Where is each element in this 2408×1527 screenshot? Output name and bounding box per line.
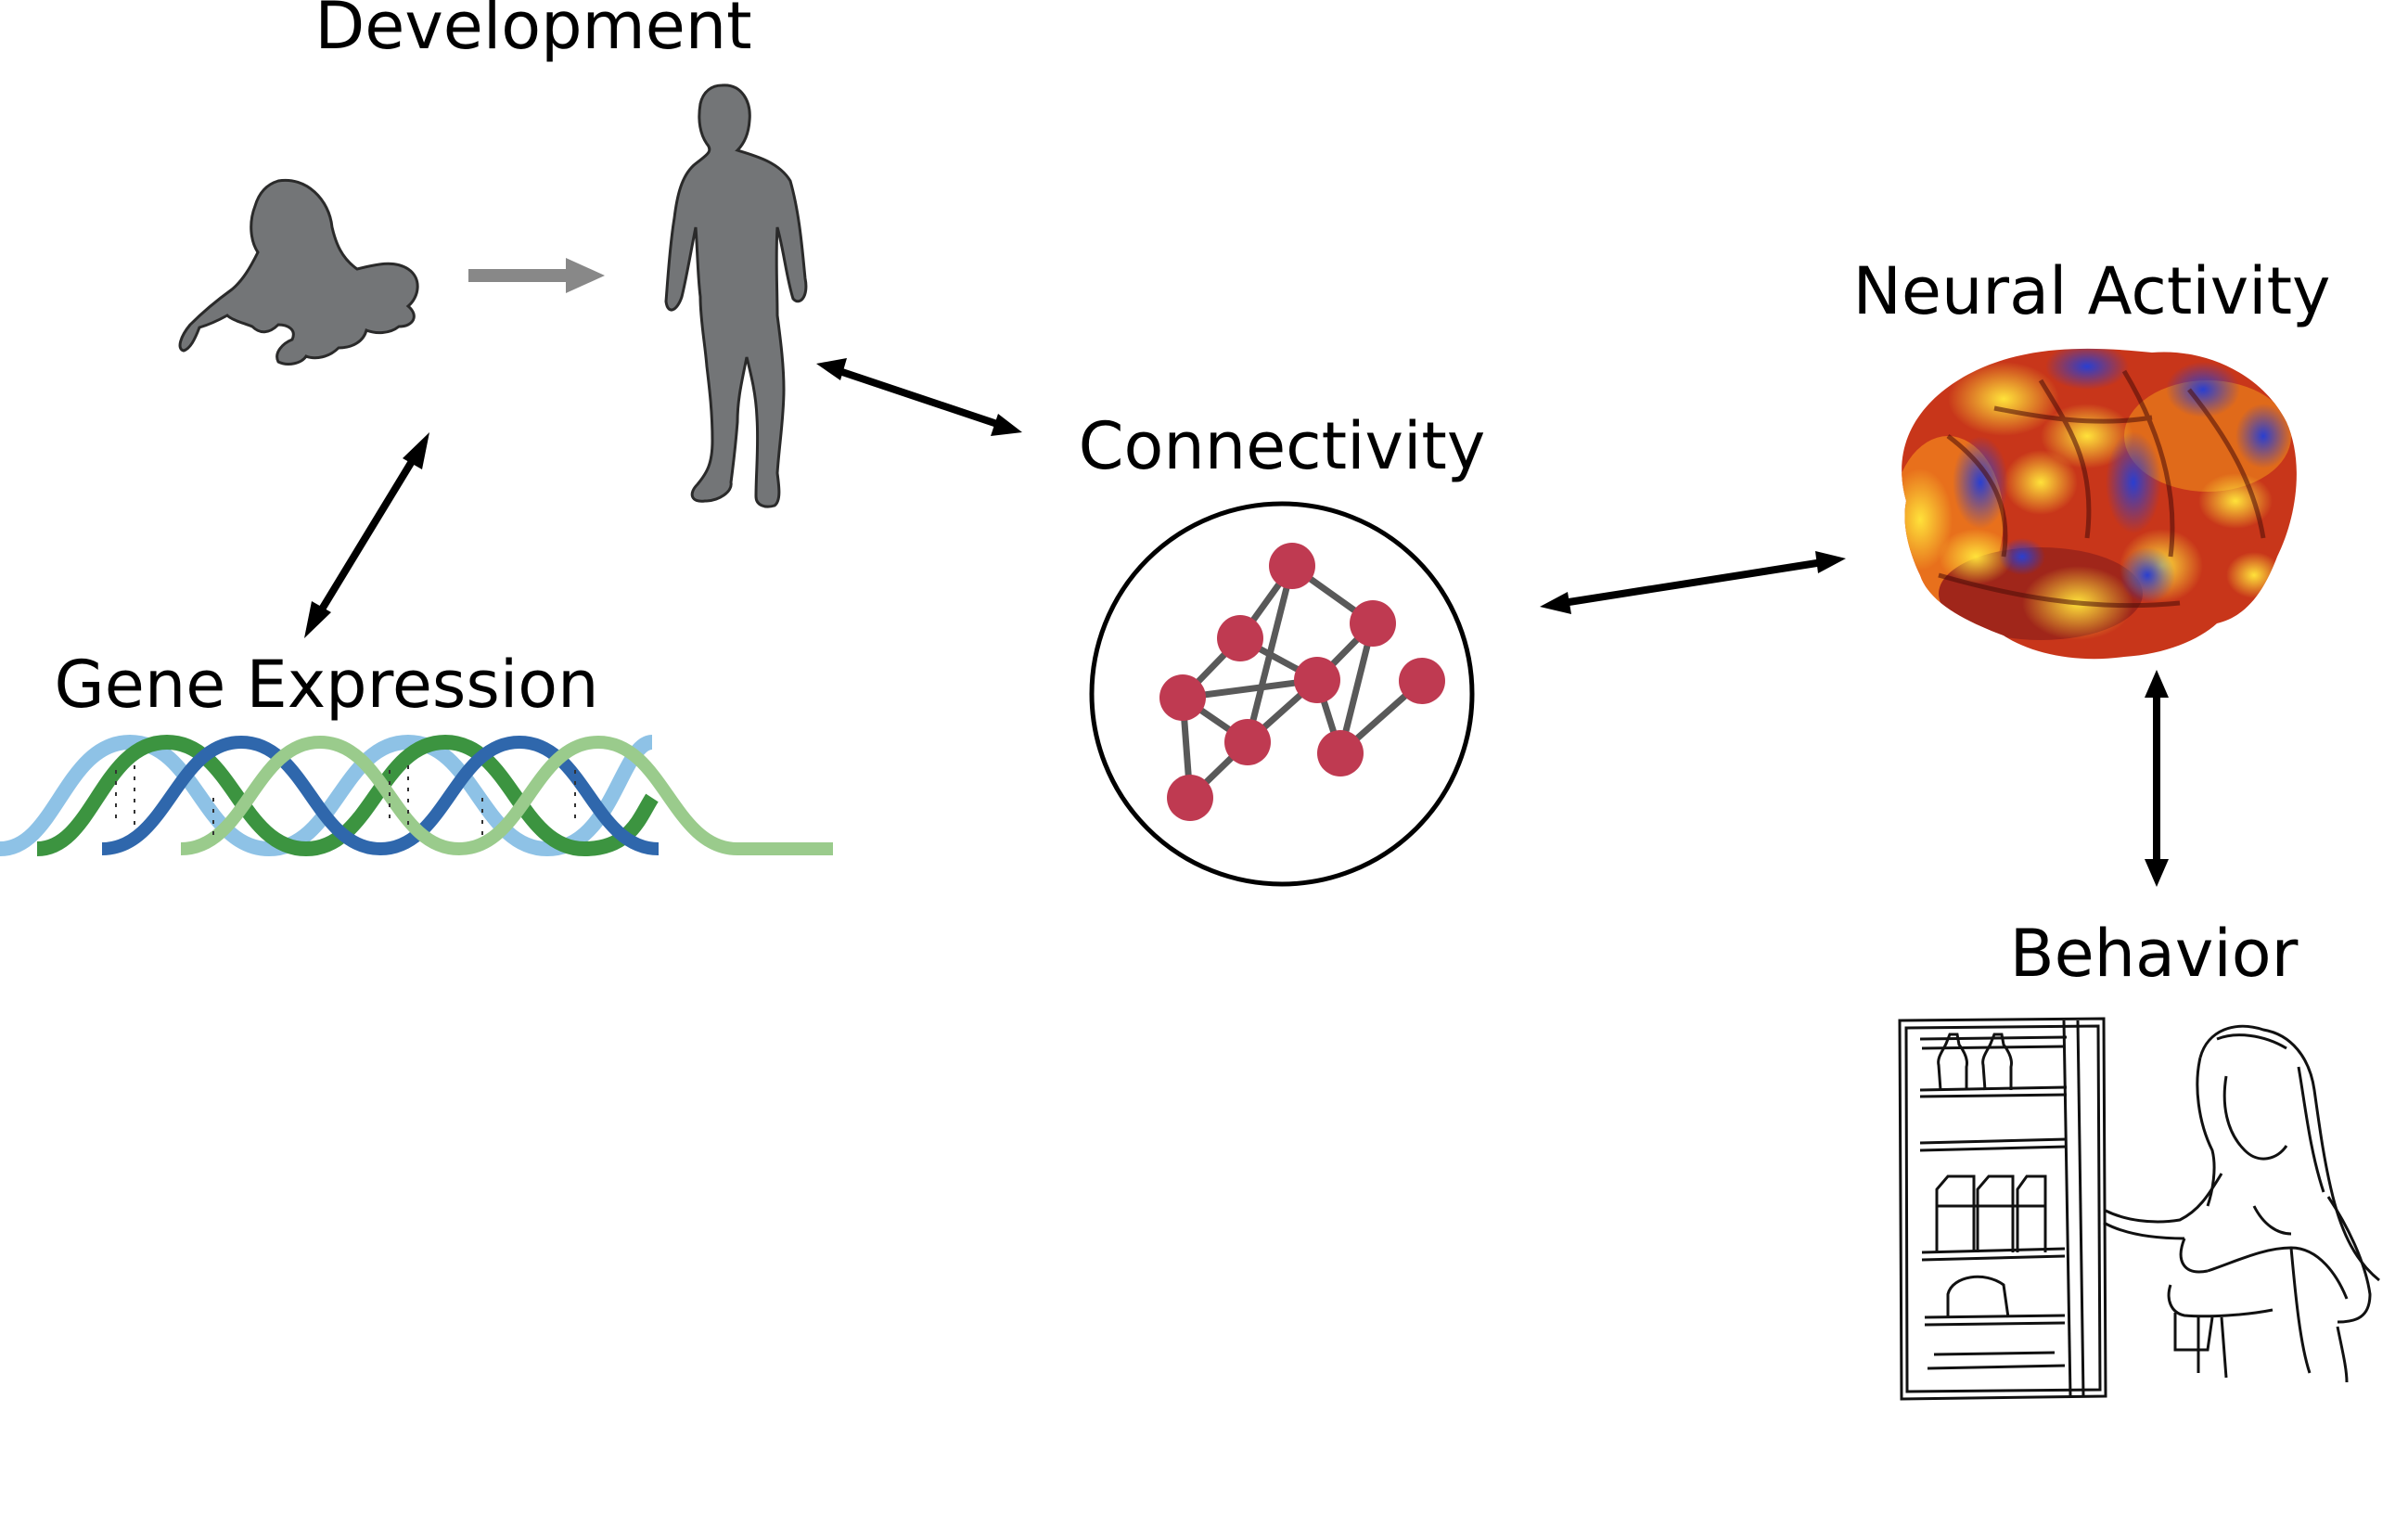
person-at-fridge-sketch-icon	[1898, 1017, 2380, 1401]
connectivity-label: Connectivity	[1079, 408, 1486, 484]
arrow-development-gene	[304, 432, 429, 638]
neural-activity-label: Neural Activity	[1853, 253, 2331, 329]
network-node	[1399, 658, 1445, 704]
network-node	[1167, 775, 1213, 821]
network-node	[1317, 730, 1364, 776]
network-graph-icon	[1089, 501, 1475, 887]
network-node	[1224, 719, 1271, 765]
baby-silhouette-icon	[178, 178, 419, 366]
brain-activity-icon	[1902, 348, 2297, 660]
development-arrow	[468, 258, 605, 293]
network-node	[1159, 674, 1206, 721]
adult-silhouette-icon	[664, 83, 808, 508]
gene-expression-label: Gene Expression	[55, 647, 599, 723]
arrow-connectivity-neural	[1540, 551, 1846, 614]
behavior-label: Behavior	[2010, 916, 2299, 992]
network-node	[1294, 657, 1340, 703]
arrow-development-connectivity	[816, 358, 1022, 436]
network-node	[1269, 543, 1315, 589]
network-node	[1217, 615, 1263, 661]
network-node	[1350, 600, 1396, 647]
network-nodes	[1159, 543, 1445, 821]
arrow-neural-behavior	[2145, 670, 2169, 887]
dna-helix-icon	[0, 734, 833, 857]
development-label: Development	[314, 0, 751, 64]
